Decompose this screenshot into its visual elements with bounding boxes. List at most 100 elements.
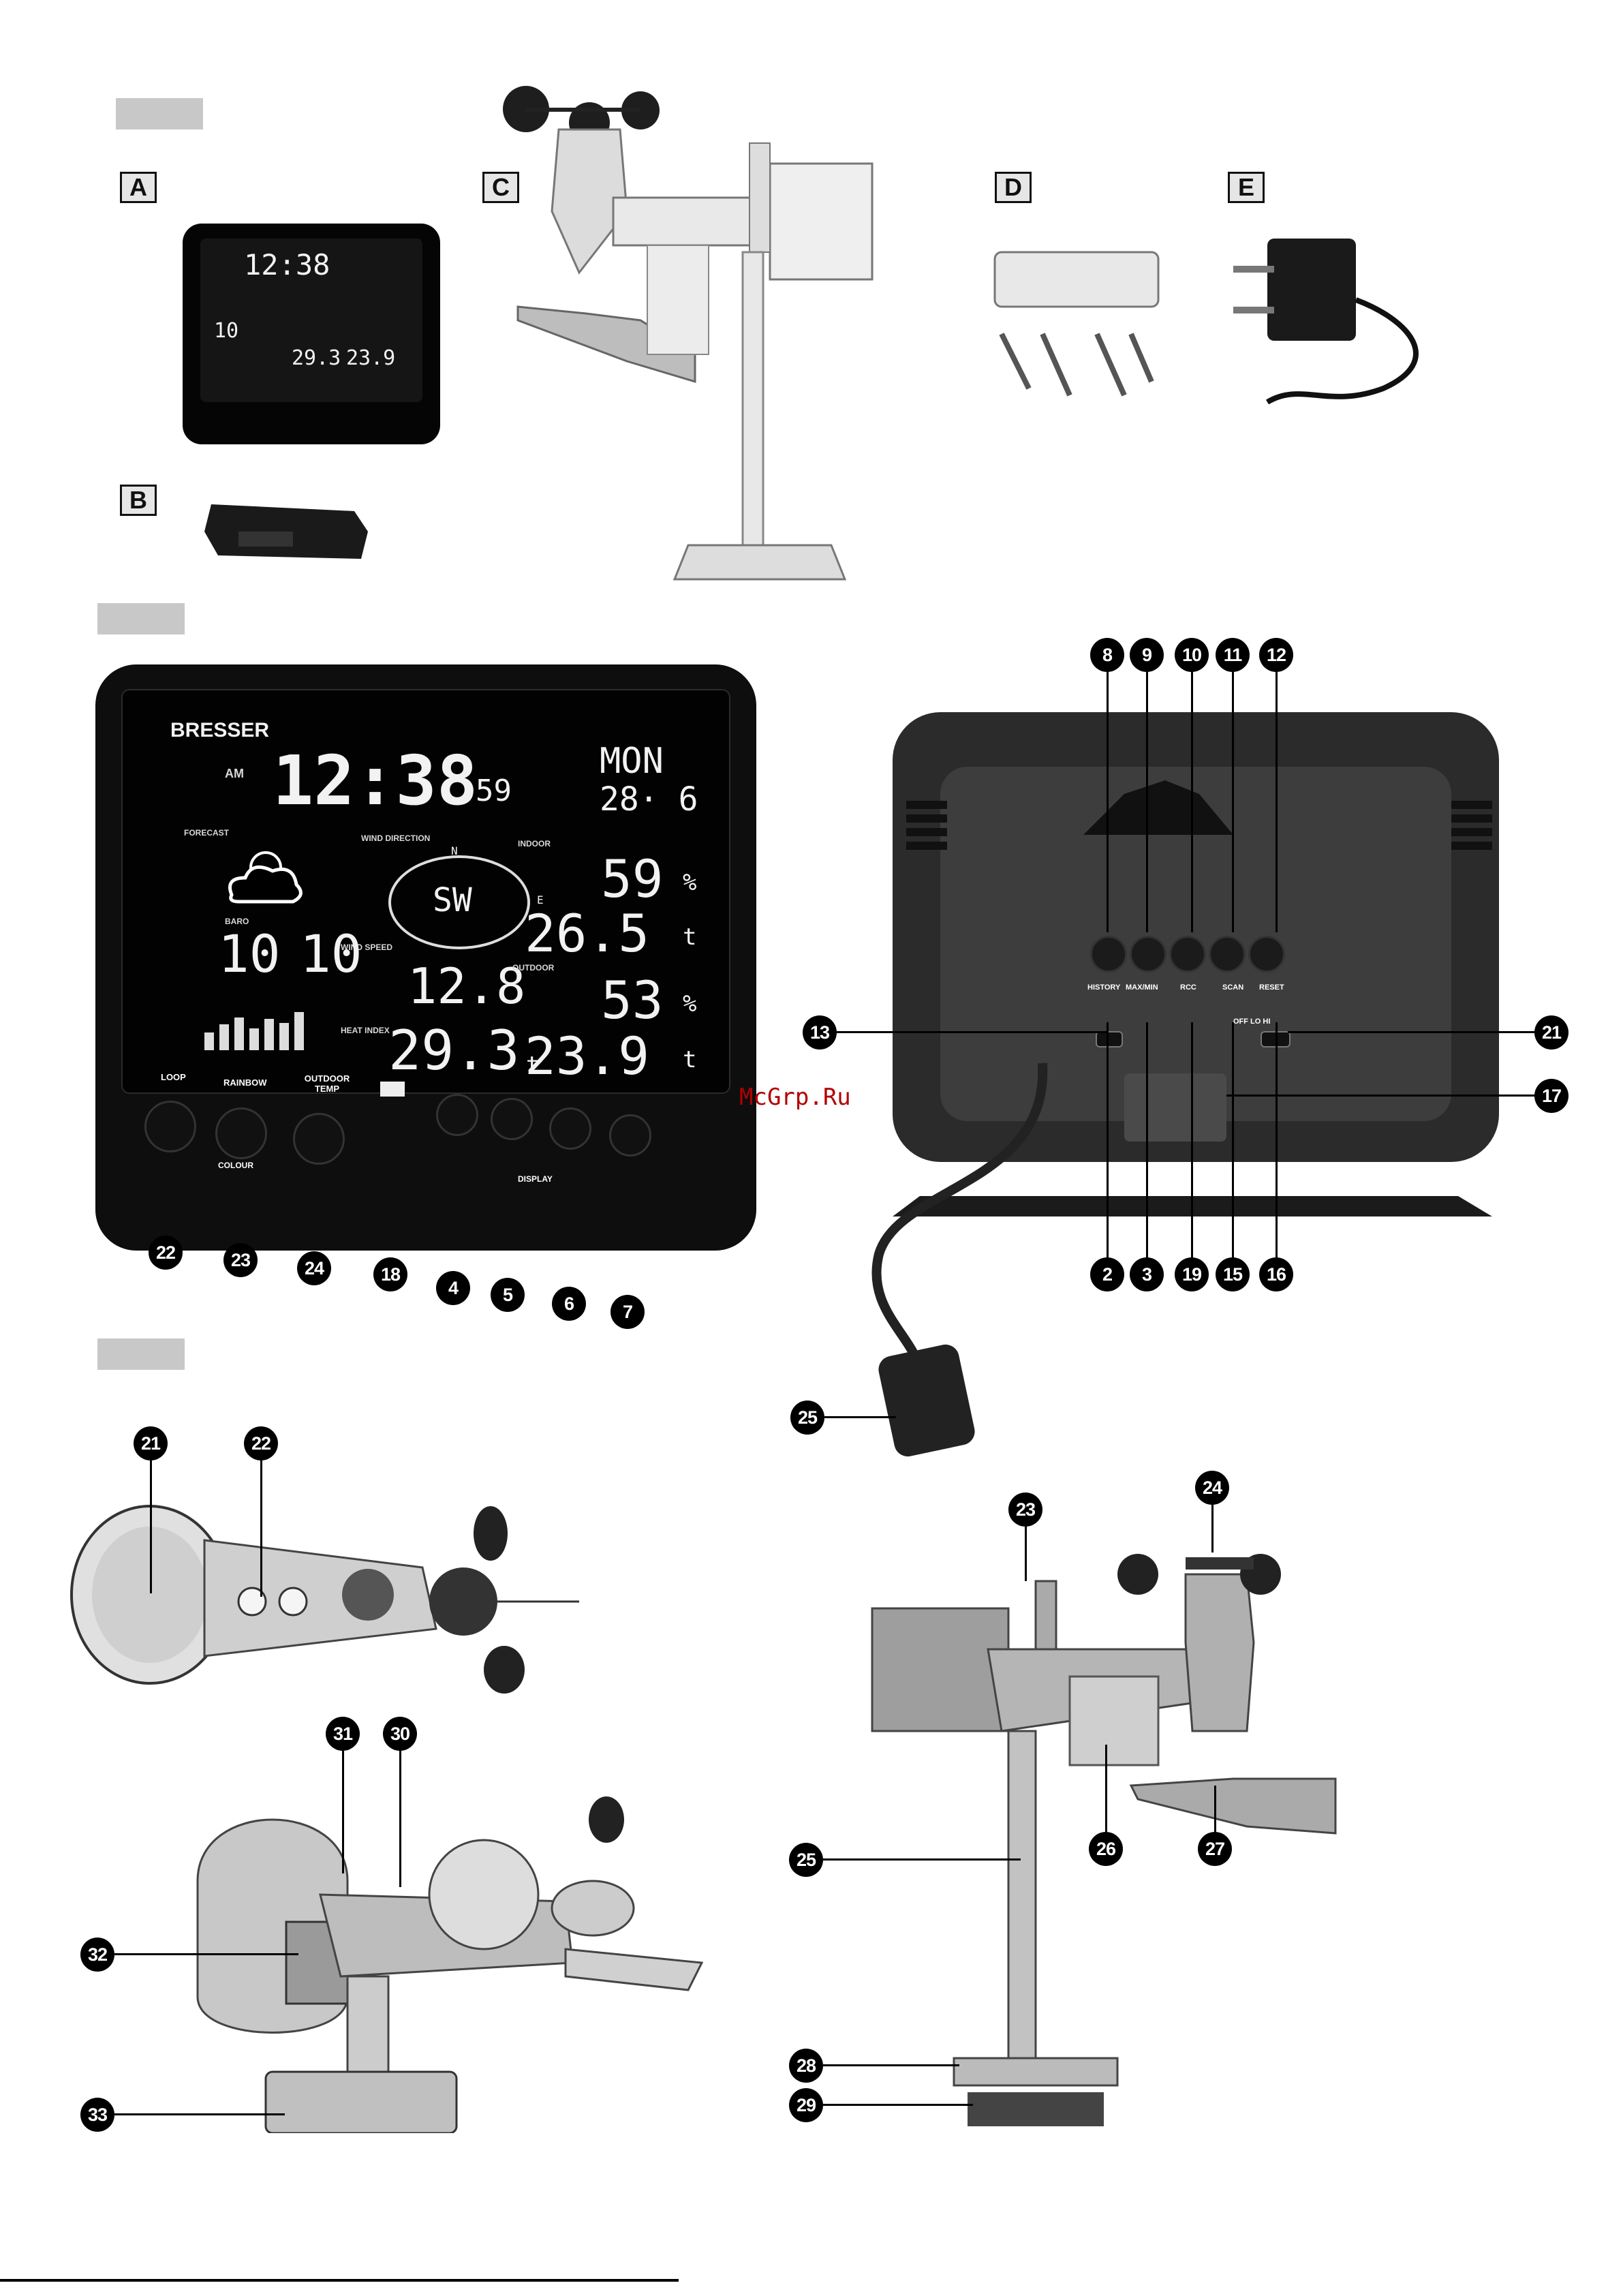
callout-26: 26	[1089, 1832, 1123, 1866]
wind-direction-label: WIND DIRECTION	[361, 833, 431, 843]
display-button-4[interactable]	[609, 1114, 651, 1157]
display-button-2[interactable]	[491, 1098, 533, 1140]
reset-button[interactable]	[1248, 936, 1285, 973]
leader-16	[1276, 1022, 1278, 1268]
callout-12: 12	[1259, 638, 1293, 672]
leader-15	[1232, 1022, 1234, 1268]
sensor-bottom-view-image	[184, 1758, 715, 2134]
leader-27	[1214, 1786, 1216, 1832]
unit-switch[interactable]	[1096, 1031, 1123, 1047]
leader-19	[1191, 1022, 1193, 1268]
reset-label: RESET	[1259, 983, 1284, 992]
small-time: 12:38	[244, 248, 330, 281]
outdoor-humidity-unit: %	[683, 990, 697, 1017]
callout-3: 3	[1130, 1257, 1164, 1291]
outdoor-label: OUTDOOR	[512, 963, 555, 973]
date: 28· 6	[600, 780, 698, 818]
callout-5: 5	[491, 1278, 525, 1312]
section-bar-1	[116, 98, 203, 129]
compass-ring	[388, 855, 530, 949]
small-baro: 10	[214, 319, 239, 343]
power-adapter-image	[1220, 225, 1444, 423]
callout-13: 13	[803, 1015, 837, 1050]
outdoor-temp-unit: t	[683, 1046, 697, 1073]
callout-8: 8	[1090, 638, 1124, 672]
heat-index-value: 29.3	[388, 1019, 520, 1082]
bottom-rule	[0, 2279, 679, 2282]
small-station-image: 12:38 10 29.3 23.9	[183, 224, 440, 444]
indoor-humidity: 59	[601, 848, 664, 909]
loop-button[interactable]	[144, 1101, 196, 1152]
rainbow-label: RAINBOW	[223, 1077, 267, 1088]
compass-n: N	[451, 844, 458, 857]
history-button[interactable]	[1090, 936, 1127, 973]
label-b: B	[120, 485, 157, 516]
sensor-side-view-image	[865, 1554, 1342, 2133]
leader-10	[1191, 672, 1193, 932]
display-label: DISPLAY	[518, 1174, 553, 1184]
callout-25-side: 25	[789, 1843, 823, 1877]
outdoor-temp-button[interactable]	[293, 1113, 345, 1165]
scan-button[interactable]	[1209, 936, 1246, 973]
callout-2: 2	[1090, 1257, 1124, 1291]
label-a: A	[120, 172, 157, 203]
callout-6: 6	[552, 1287, 586, 1321]
callout-21-sensor: 21	[134, 1426, 168, 1460]
wind-direction-value: SW	[433, 881, 472, 919]
callout-28: 28	[789, 2049, 823, 2083]
baro-value-left: 10	[218, 923, 281, 984]
label-d: D	[995, 172, 1032, 203]
leader-2	[1107, 1022, 1109, 1268]
display-button-3[interactable]	[549, 1107, 591, 1150]
leader-29	[823, 2104, 973, 2106]
indoor-temp: 26.5	[525, 903, 650, 964]
leader-21-back	[1288, 1031, 1540, 1033]
callout-16: 16	[1259, 1257, 1293, 1291]
small-outdoor-temp: 23.9	[346, 346, 396, 370]
callout-11: 11	[1216, 638, 1250, 672]
leader-17	[1226, 1095, 1540, 1097]
label-c: C	[482, 172, 519, 203]
outdoor-sensor-image-top	[491, 75, 913, 600]
clock-seconds: 59	[476, 774, 512, 808]
baro-value-right: 10	[300, 923, 362, 984]
forecast-label: FORECAST	[184, 828, 229, 838]
leader-23-side	[1025, 1527, 1027, 1581]
leader-31	[342, 1751, 344, 1873]
baro-bar-graph	[191, 998, 354, 1053]
wind-speed-value: 12.8	[407, 958, 526, 1015]
am-label: AM	[225, 767, 244, 780]
max-min-button[interactable]	[1130, 936, 1166, 973]
callout-33: 33	[80, 2098, 114, 2132]
clock-time: 12:38	[273, 741, 478, 821]
callout-32: 32	[80, 1938, 114, 1972]
light-sensor	[380, 1082, 405, 1097]
history-label: HISTORY	[1087, 983, 1121, 992]
indoor-temp-unit: t	[683, 923, 697, 951]
power-cable-image	[790, 1050, 1077, 1472]
maxmin-label: MAX/MIN	[1126, 983, 1158, 992]
leader-25-side	[823, 1858, 1021, 1861]
callout-17: 17	[1534, 1079, 1568, 1113]
leader-8	[1107, 672, 1109, 932]
indoor-humidity-unit: %	[683, 869, 697, 896]
callout-23-front: 23	[223, 1243, 258, 1277]
day: MON	[600, 741, 664, 782]
callout-23-side: 23	[1008, 1493, 1042, 1527]
section-bar-2	[97, 603, 185, 634]
display-button-1[interactable]	[436, 1094, 478, 1136]
rcc-label: RCC	[1180, 983, 1196, 992]
rcc-button[interactable]	[1169, 936, 1206, 973]
loop-label: LOOP	[161, 1072, 186, 1082]
bracket-screws-image	[981, 232, 1172, 409]
callout-29: 29	[789, 2088, 823, 2122]
rainbow-button[interactable]	[215, 1107, 267, 1159]
heat-index-label: HEAT INDEX	[341, 1026, 390, 1035]
outdoor-temp-label: OUTDOOR TEMP	[304, 1073, 350, 1094]
callout-10: 10	[1175, 638, 1209, 672]
cloud-icon	[218, 840, 313, 912]
colour-label: COLOUR	[218, 1161, 253, 1170]
sensor-top-view-image	[68, 1493, 586, 1704]
leader-24-side	[1211, 1505, 1214, 1552]
baro-label: BARO	[225, 917, 249, 926]
